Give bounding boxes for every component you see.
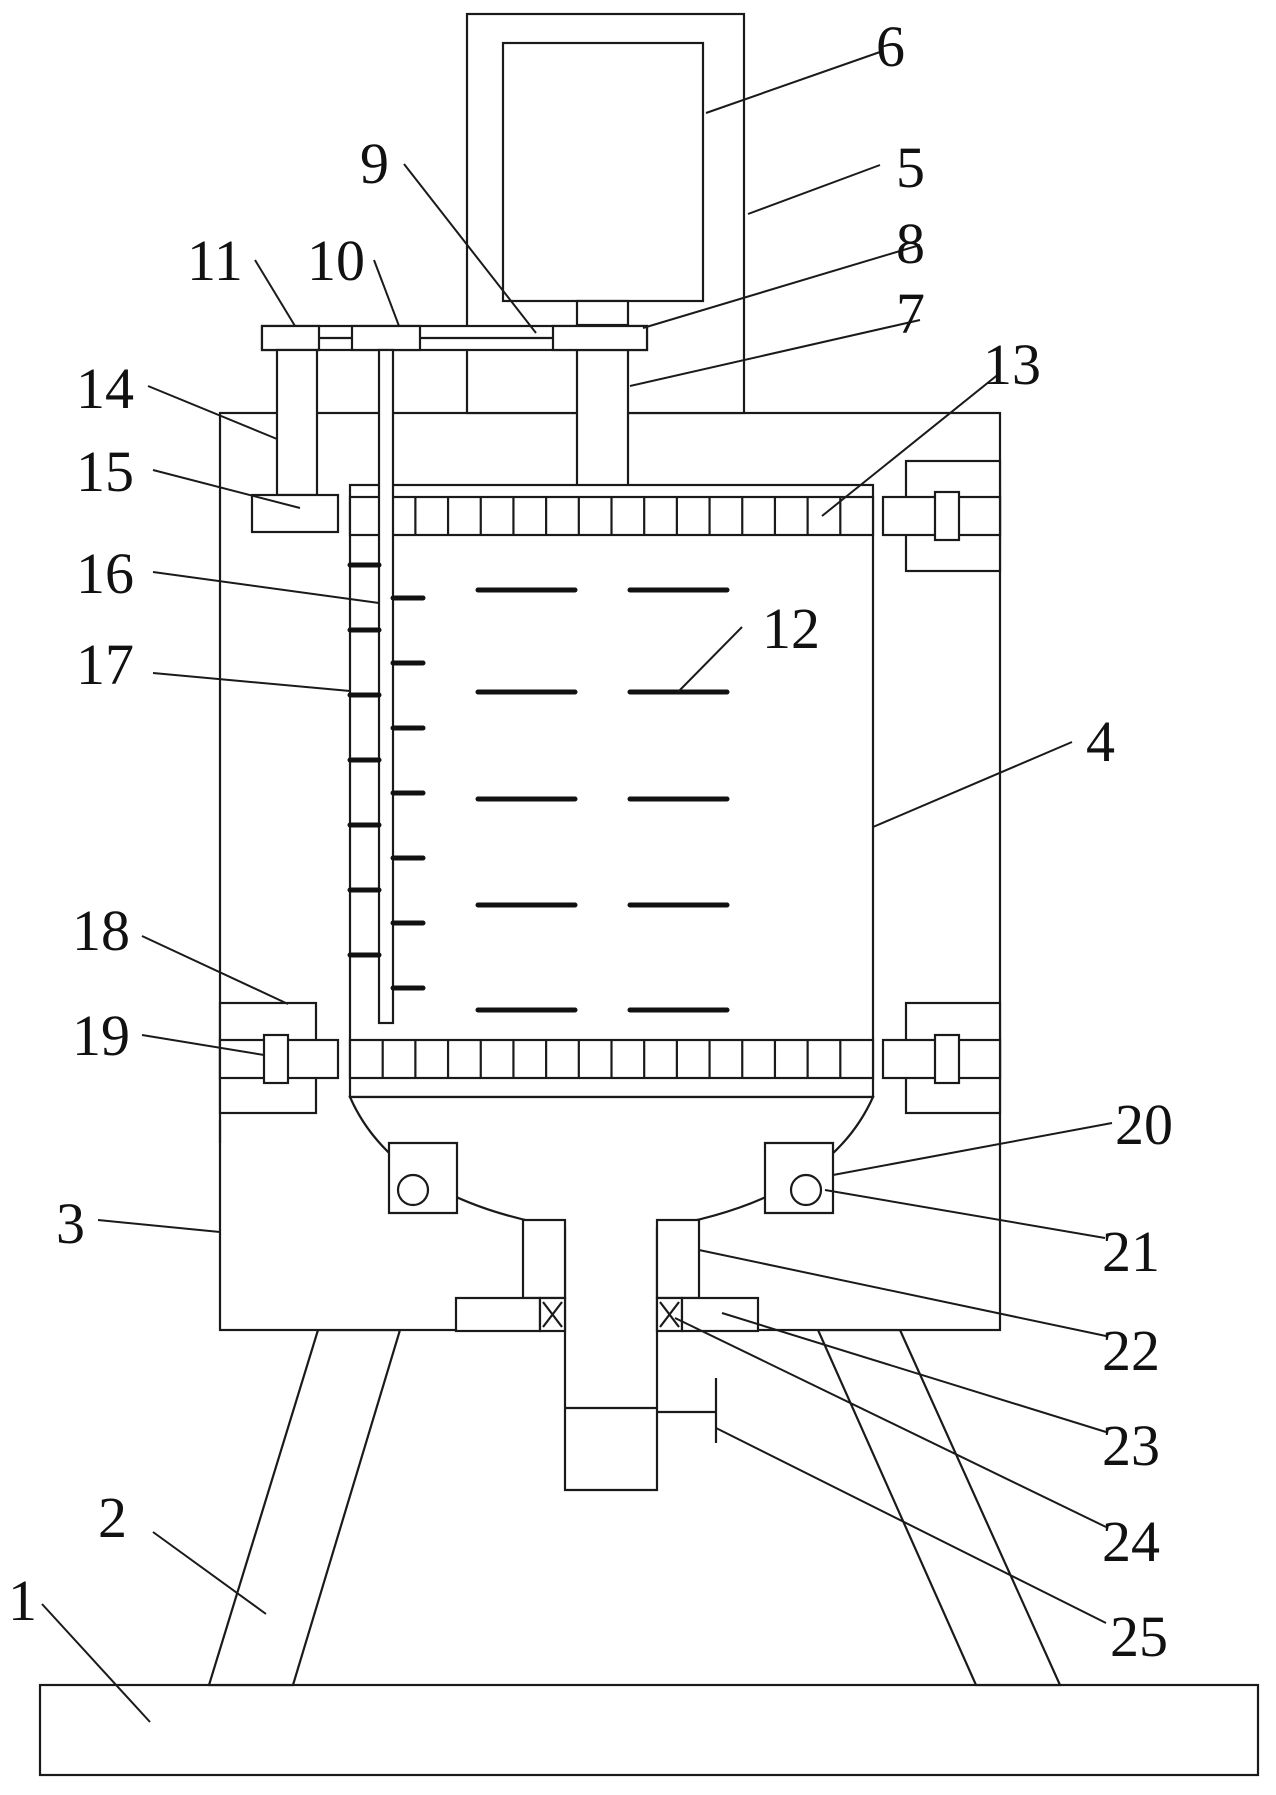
label-17: 17: [76, 632, 134, 697]
label-21: 21: [1102, 1219, 1160, 1284]
label-8: 8: [896, 211, 925, 276]
top-ring: [348, 495, 875, 537]
roller-right: [763, 1141, 835, 1215]
valve-lever: [657, 1378, 718, 1443]
label-25: 25: [1110, 1604, 1168, 1669]
label-6: 6: [876, 14, 905, 79]
base-plate: [38, 1683, 1260, 1777]
label-2: 2: [98, 1485, 127, 1550]
label-16: 16: [76, 541, 134, 606]
label-10: 10: [307, 228, 365, 293]
label-14: 14: [76, 356, 134, 421]
label-13: 13: [983, 332, 1041, 397]
side-rod: [275, 348, 319, 497]
bearing-seat-left: [218, 1001, 340, 1115]
bottom-ring: [348, 1038, 875, 1080]
leader-lines: [41, 51, 1113, 1723]
bearing-seat-right-top: [881, 459, 1002, 573]
roller-left: [387, 1141, 459, 1215]
label-1: 1: [8, 1568, 37, 1633]
label-22: 22: [1102, 1318, 1160, 1383]
label-19: 19: [72, 1003, 130, 1068]
side-block: [250, 493, 340, 534]
label-12: 12: [762, 596, 820, 661]
bearing-seat-right-bottom: [881, 1001, 1002, 1115]
motor: [501, 41, 705, 303]
secondary-shaft: [377, 348, 395, 1025]
label-7: 7: [896, 281, 925, 346]
label-4: 4: [1086, 709, 1115, 774]
inner-drum: [348, 483, 875, 1099]
label-24: 24: [1102, 1509, 1160, 1574]
funnel-supports: [521, 1218, 701, 1300]
label-15: 15: [76, 439, 134, 504]
label-9: 9: [360, 131, 389, 196]
label-18: 18: [72, 898, 130, 963]
bottom-bearings: [454, 1296, 760, 1333]
pulley-10: [350, 324, 422, 352]
pulley-8: [551, 324, 649, 352]
label-20: 20: [1115, 1092, 1173, 1157]
label-11: 11: [187, 228, 243, 293]
label-3: 3: [56, 1191, 85, 1256]
pulley-11: [260, 324, 321, 352]
motor-output-shaft: [575, 299, 630, 327]
belt-drive: [260, 324, 649, 352]
label-23: 23: [1102, 1413, 1160, 1478]
number-labels: 6 5 8 7 9 10 11 13 12 4 14 15 16 17 18 1…: [8, 14, 1173, 1669]
paddles: [347, 562, 730, 1013]
label-5: 5: [896, 135, 925, 200]
